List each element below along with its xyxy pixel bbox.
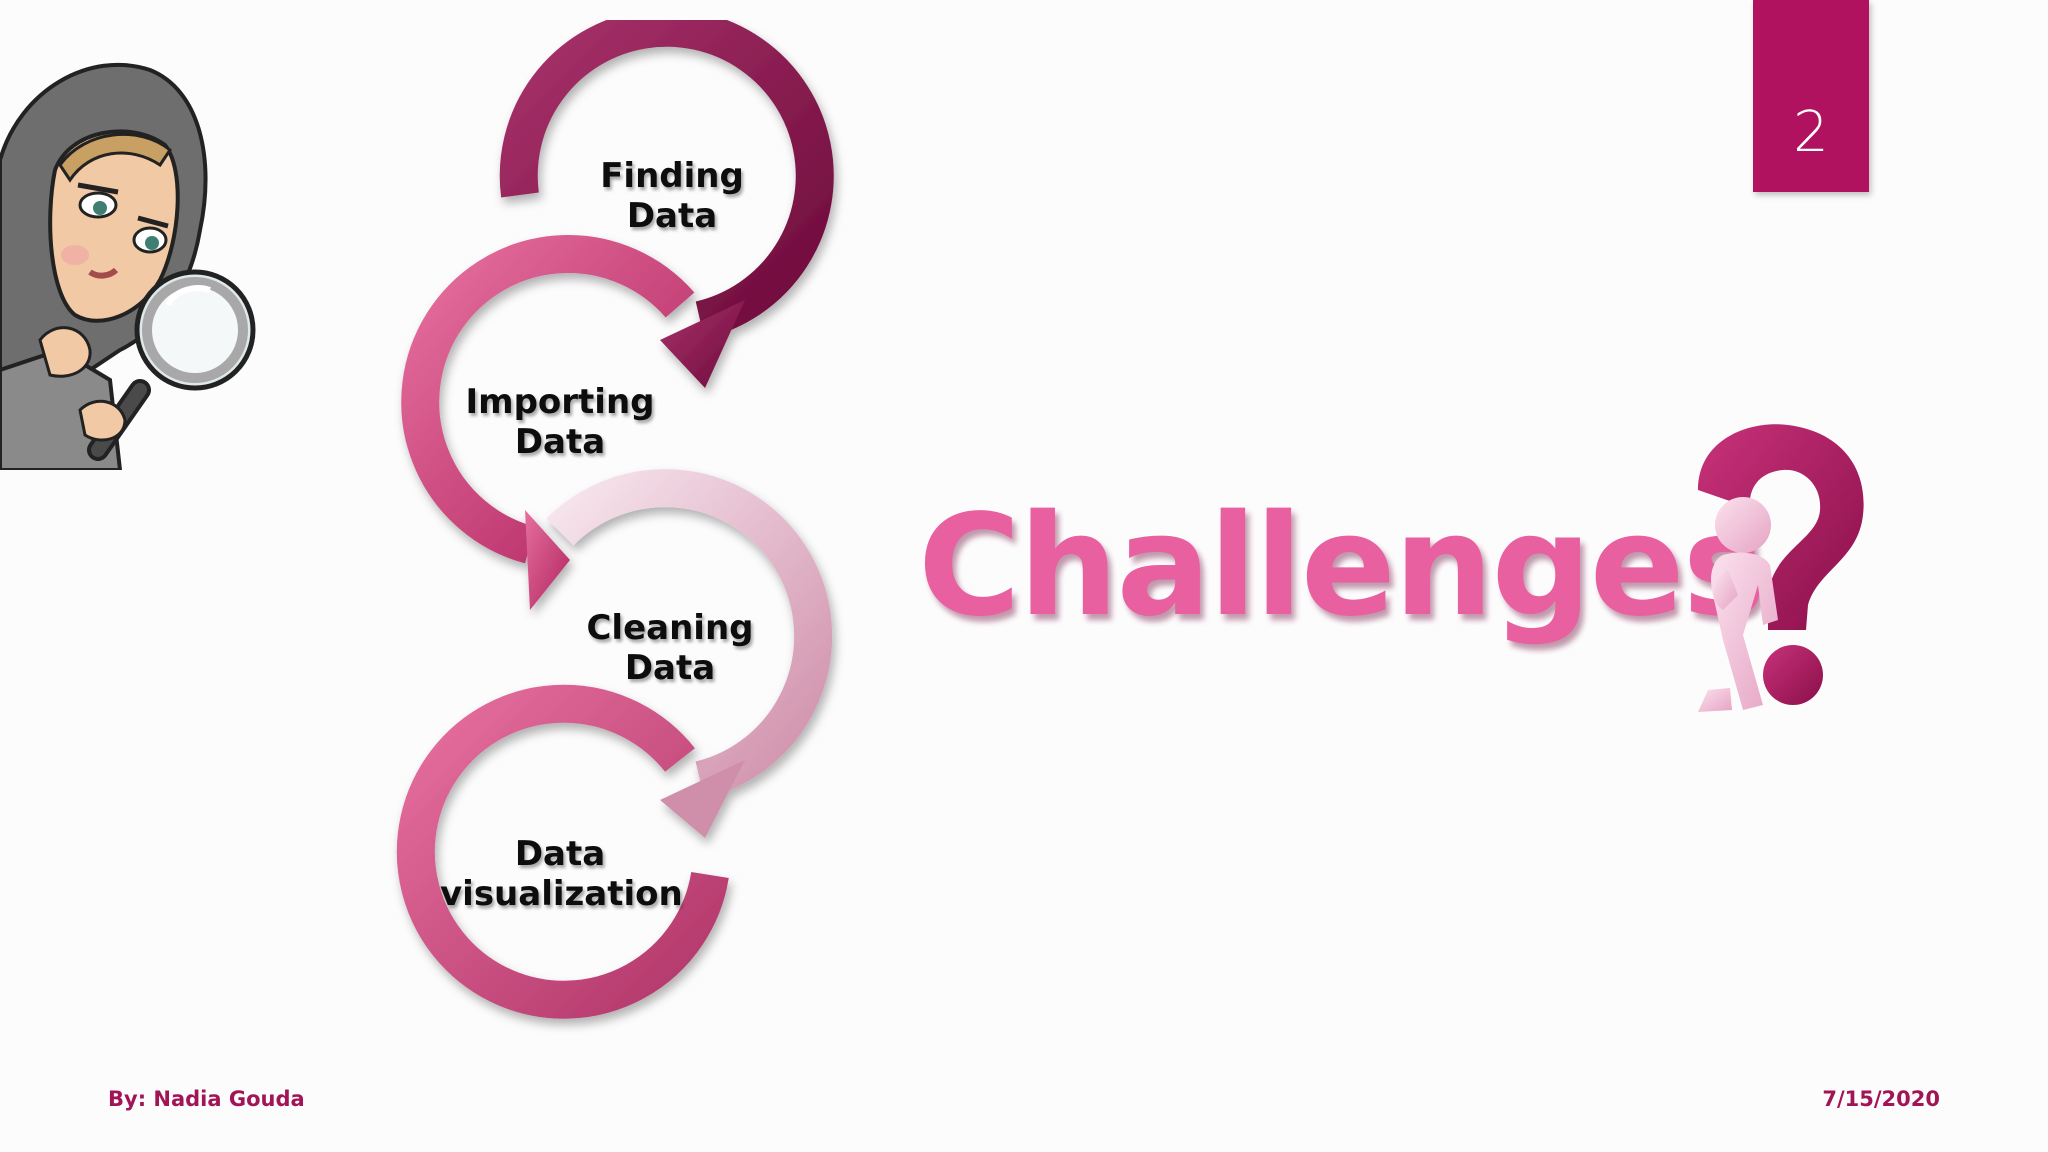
step-4-line1: Data xyxy=(440,834,680,874)
step-3-line1: Cleaning xyxy=(580,608,760,648)
slide-title: Challenges xyxy=(918,492,1764,642)
detective-avatar-icon xyxy=(0,50,270,470)
step-1-line2: Data xyxy=(592,196,752,236)
step-4-line2: visualization xyxy=(440,874,680,914)
step-1-line1: Finding xyxy=(592,156,752,196)
question-figure-icon xyxy=(1668,420,1878,720)
step-2-line1: Importing xyxy=(465,382,655,422)
footer-author: By: Nadia Gouda xyxy=(108,1087,305,1111)
page-number-badge: 2 xyxy=(1753,0,1869,192)
step-2-line2: Data xyxy=(465,422,655,462)
step-data-visualization: Data visualization xyxy=(440,834,680,914)
step-3-line2: Data xyxy=(580,648,760,688)
step-finding-data: Finding Data xyxy=(592,156,752,236)
page-number: 2 xyxy=(1753,100,1869,165)
step-importing-data: Importing Data xyxy=(465,382,655,462)
footer-date: 7/15/2020 xyxy=(1822,1087,1940,1111)
step-cleaning-data: Cleaning Data xyxy=(580,608,760,688)
